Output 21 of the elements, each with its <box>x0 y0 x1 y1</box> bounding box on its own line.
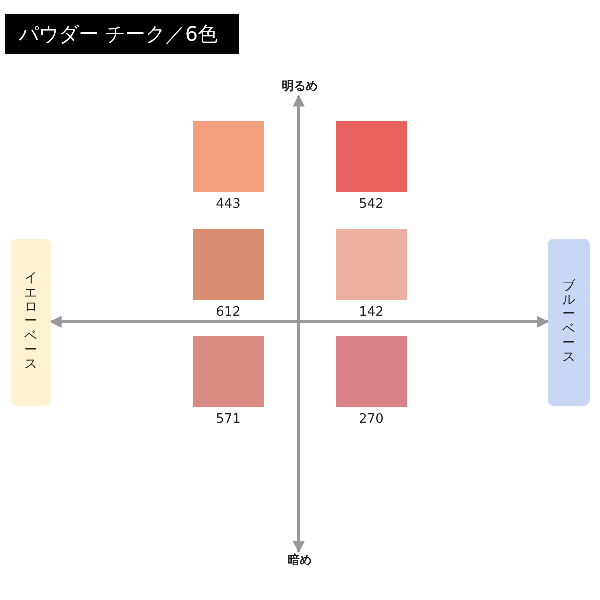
vertical-label: ブルーベース <box>562 280 576 366</box>
color-swatch <box>193 121 264 192</box>
color-swatch <box>193 229 264 300</box>
color-swatch <box>336 121 407 192</box>
color-swatch <box>336 229 407 300</box>
shade-number: 142 <box>358 305 385 320</box>
axis-arrow <box>293 94 305 554</box>
vertical-label: イエローベース <box>24 272 38 373</box>
side-label-box <box>11 239 51 406</box>
shade-number: 571 <box>215 412 242 427</box>
shade-number: 612 <box>215 305 242 320</box>
color-swatch <box>336 336 407 407</box>
axis-label: 明るめ <box>278 78 322 96</box>
shade-number: 443 <box>215 197 242 212</box>
title-banner: パウダー チーク／6色 <box>5 14 239 54</box>
axis-arrow <box>50 316 550 328</box>
side-label-box <box>548 239 590 406</box>
shade-number: 270 <box>358 412 385 427</box>
axis-label: 暗め <box>278 552 322 570</box>
shade-number: 542 <box>358 197 385 212</box>
color-swatch <box>193 336 264 407</box>
